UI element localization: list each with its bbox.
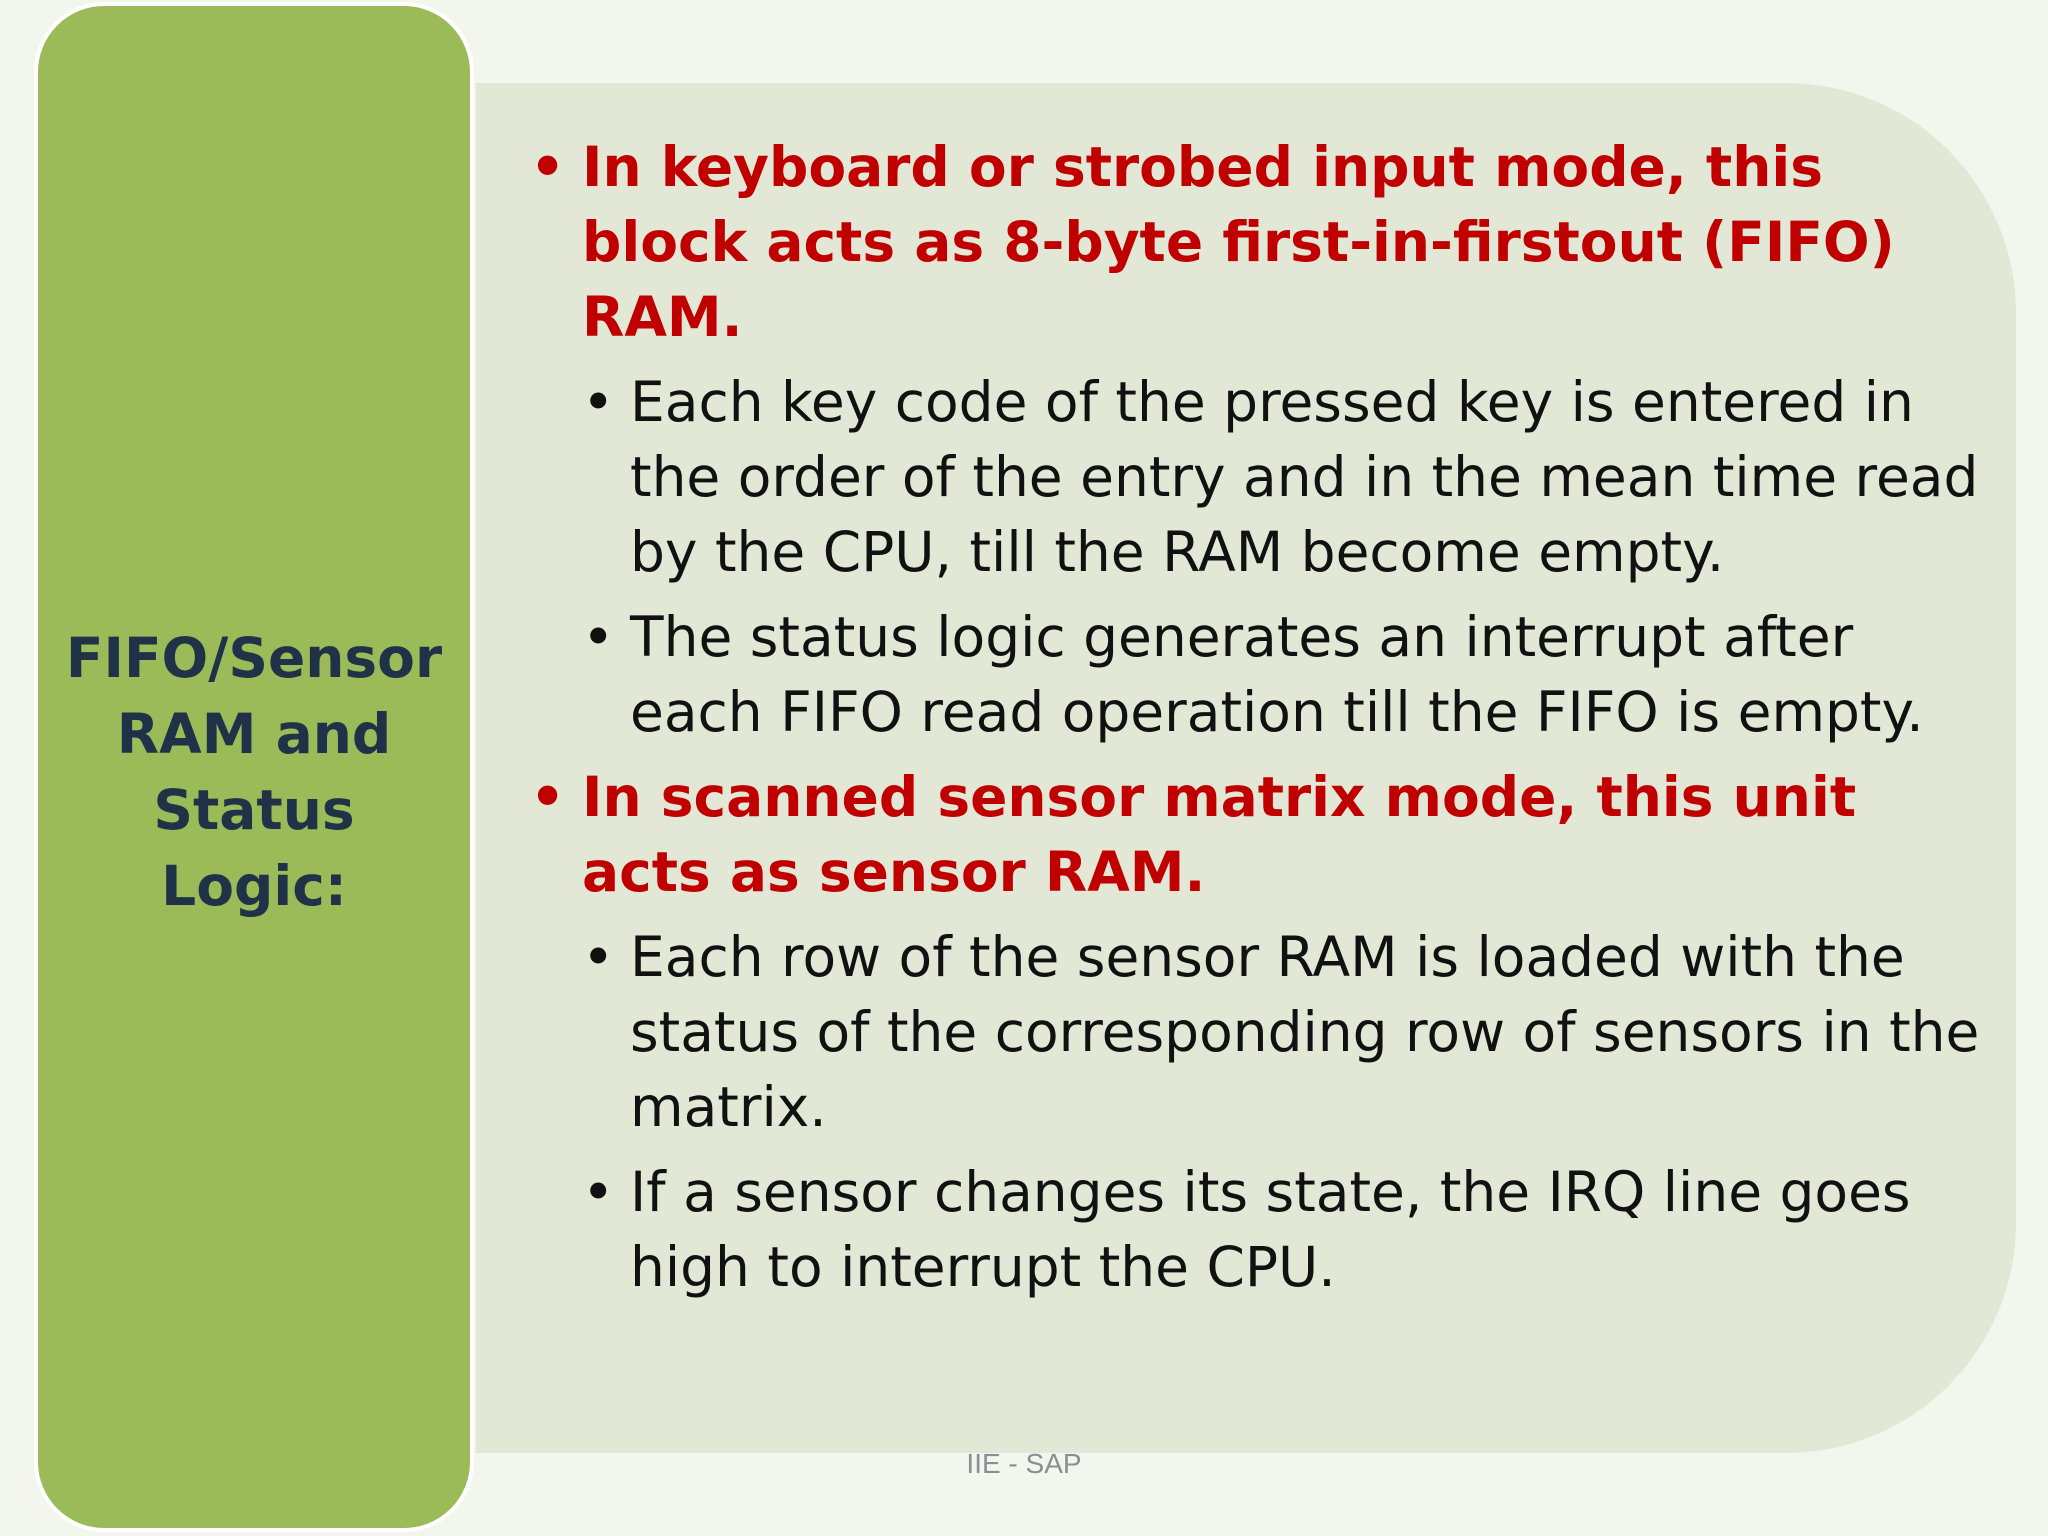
slide-title: FIFO/Sensor RAM and Status Logic: <box>65 626 443 918</box>
bullet-list: • In keyboard or strobed input mode, thi… <box>530 130 2000 1305</box>
bullet-dot-icon: • <box>530 765 566 829</box>
slide-footer: IIE - SAP <box>966 1448 1082 1479</box>
bullet-dot-icon: • <box>582 925 615 989</box>
bullet-item-level2: • Each row of the sensor RAM is loaded w… <box>582 920 2000 1145</box>
bullet-dot-icon: • <box>582 370 615 434</box>
bullet-dot-icon: • <box>530 135 566 199</box>
bullet-item-level1: • In keyboard or strobed input mode, thi… <box>530 130 2000 355</box>
bullet-text: In scanned sensor matrix mode, this unit… <box>582 765 1857 904</box>
bullet-dot-icon: • <box>582 605 615 669</box>
bullet-text: Each key code of the pressed key is ente… <box>630 370 1979 584</box>
bullet-item-level1: • In scanned sensor matrix mode, this un… <box>530 760 2000 910</box>
side-panel: FIFO/Sensor RAM and Status Logic: <box>34 2 474 1532</box>
bullet-text: Each row of the sensor RAM is loaded wit… <box>630 925 1980 1139</box>
bullet-item-level2: • Each key code of the pressed key is en… <box>582 365 2000 590</box>
bullet-dot-icon: • <box>582 1160 615 1224</box>
bullet-item-level2: • The status logic generates an interrup… <box>582 600 2000 750</box>
content-panel <box>476 83 2016 1453</box>
bullet-text: The status logic generates an interrupt … <box>630 605 1924 744</box>
bullet-text: In keyboard or strobed input mode, this … <box>582 135 1895 349</box>
bullet-item-level2: • If a sensor changes its state, the IRQ… <box>582 1155 2000 1305</box>
bullet-text: If a sensor changes its state, the IRQ l… <box>630 1160 1911 1299</box>
